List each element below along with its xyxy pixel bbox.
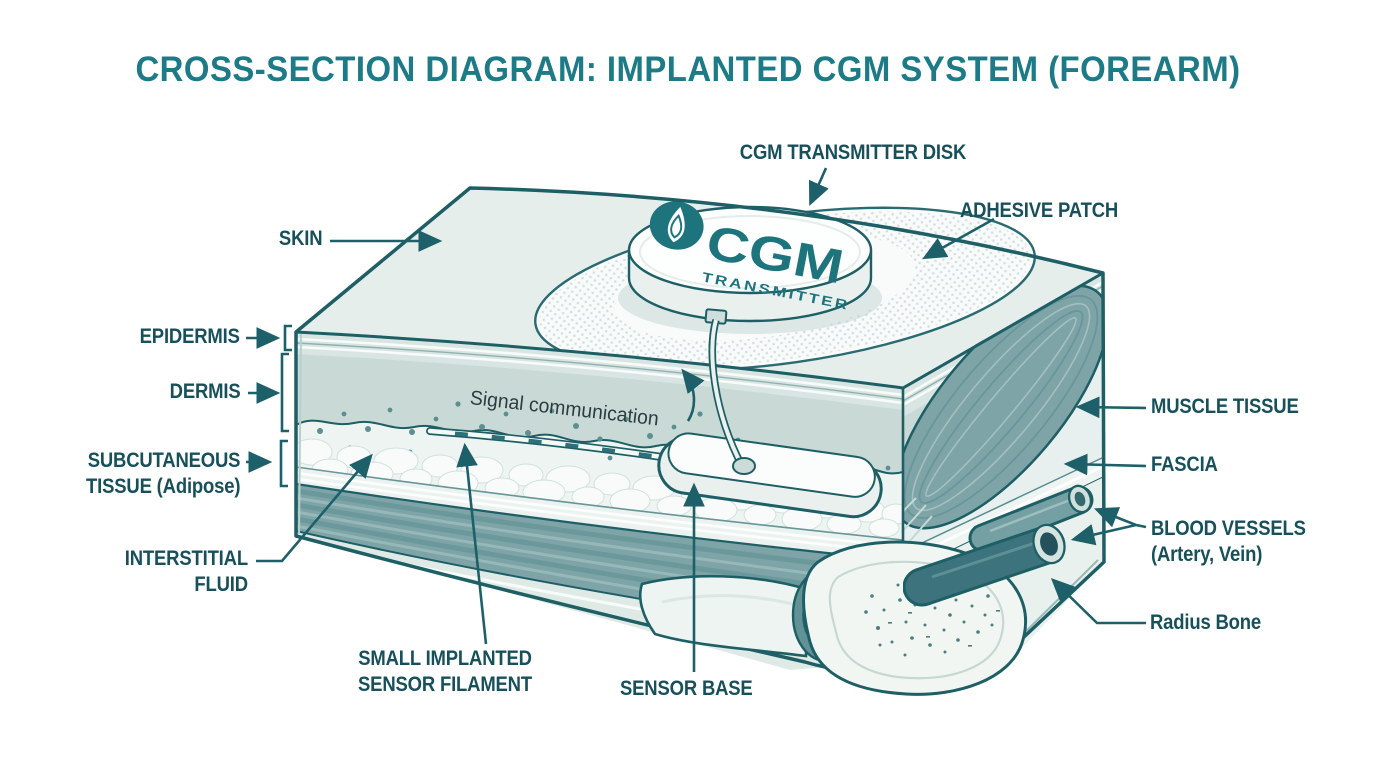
- label-adhesive-patch: ADHESIVE PATCH: [960, 199, 1119, 222]
- vessels-arrow-artery: [1070, 523, 1137, 546]
- page-title: CROSS-SECTION DIAGRAM: IMPLANTED CGM SYS…: [135, 50, 1241, 89]
- label-pointers: [246, 167, 1147, 672]
- radius-bone-pointer: [1050, 577, 1146, 625]
- sensor-filament-pointer: [456, 442, 488, 645]
- label-sensor-filament: SMALL IMPLANTED SENSOR FILAMENT: [358, 647, 532, 696]
- adhesive-patch-arrow: [922, 217, 995, 260]
- label-radius-bone: Radius Bone: [1150, 611, 1262, 634]
- blood-vessels: [903, 484, 1094, 607]
- label-interstitial-fluid: INTERSTITIAL FLUID: [124, 547, 248, 596]
- sensor-base: [657, 432, 883, 519]
- label-muscle-tissue: MUSCLE TISSUE: [1151, 395, 1299, 418]
- cgm-transmitter-disk: CGM TRANSMITTER: [618, 201, 882, 334]
- epidermis-bracket: [283, 324, 292, 352]
- blood-vessel-vein: [968, 484, 1094, 553]
- label-blood-vessels: BLOOD VESSELS (Artery, Vein): [1151, 517, 1306, 566]
- muscle-tissue-arrow: [1075, 396, 1147, 419]
- label-subcutaneous-tissue: SUBCUTANEOUS TISSUE (Adipose): [85, 449, 240, 498]
- transmitter-wire: [704, 308, 756, 475]
- label-cgm-transmitter-disk: CGM TRANSMITTER DISK: [739, 141, 967, 164]
- label-sensor-base: SENSOR BASE: [620, 677, 753, 700]
- epidermis-layer: [296, 332, 903, 410]
- blood-vessel-artery: [903, 523, 1066, 607]
- fascia-front-band: [296, 466, 903, 561]
- label-skin: SKIN: [278, 227, 323, 250]
- dermis-bracket: [280, 352, 289, 433]
- cgm-disk-arrow: [808, 167, 829, 206]
- fascia-arrow: [1063, 453, 1147, 476]
- label-dermis: DERMIS: [169, 380, 240, 403]
- radius-bone: [638, 540, 1027, 696]
- signal-communication-arrow: [681, 368, 705, 422]
- label-epidermis: EPIDERMIS: [139, 325, 240, 348]
- label-fascia: FASCIA: [1151, 453, 1218, 476]
- interstitial-fluid-pointer: [256, 453, 373, 563]
- subcutaneous-bracket: [279, 439, 288, 488]
- muscle-right-face: [903, 284, 1105, 530]
